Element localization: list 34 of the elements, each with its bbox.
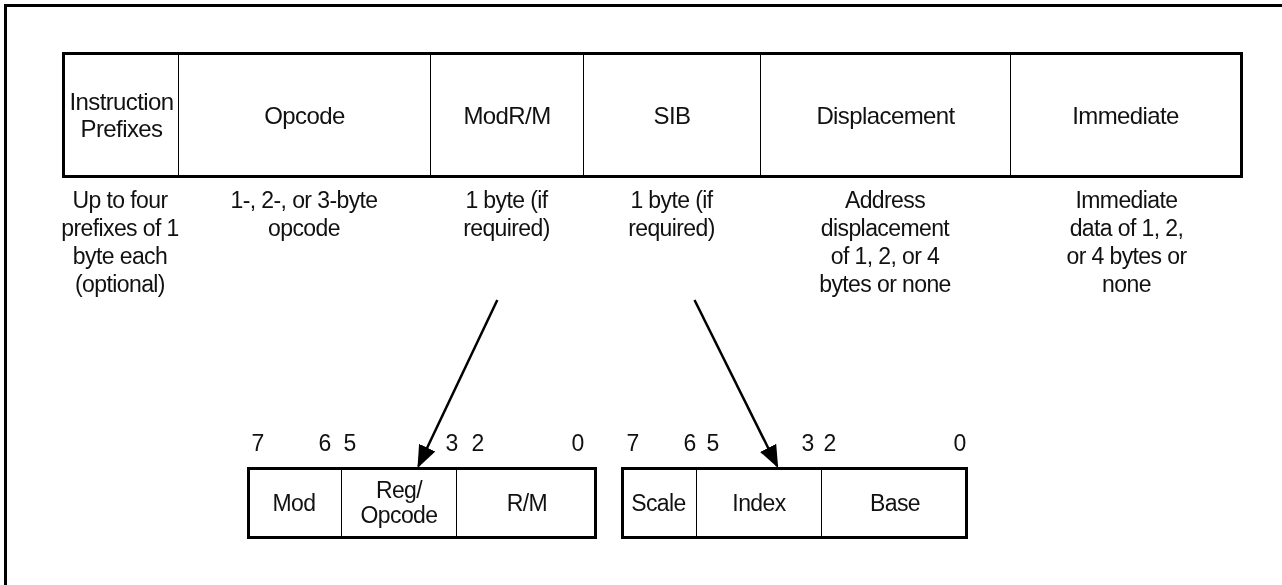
bit-number: 3 [800, 430, 816, 456]
field-cell: ModR/M [430, 52, 583, 178]
field-cell: Opcode [178, 52, 430, 178]
field-description: Immediate data of 1, 2, or 4 bytes or none [1065, 186, 1188, 298]
field-description: 1-, 2-, or 3-byte opcode [229, 186, 379, 242]
bit-number: 7 [250, 430, 266, 456]
bit-field: Mod [247, 467, 342, 539]
bit-field: Index [697, 467, 822, 539]
field-cell: Immediate [1010, 52, 1243, 178]
bit-number: 6 [682, 430, 698, 456]
field-cell: Displacement [760, 52, 1010, 178]
bit-number: 5 [705, 430, 721, 456]
field-cell: Instruction Prefixes [62, 52, 178, 178]
field-description: 1 byte (if required) [627, 186, 716, 242]
arrow [693, 299, 779, 468]
bit-number: 2 [822, 430, 838, 456]
bit-number: 2 [470, 430, 486, 456]
bit-field: Base [822, 467, 968, 539]
bit-number: 0 [570, 430, 586, 456]
bit-number: 3 [444, 430, 460, 456]
field-description: Up to four prefixes of 1 byte each (optional) [60, 186, 180, 298]
byte-layout-box [621, 467, 968, 539]
bit-number: 0 [952, 430, 968, 456]
arrow [417, 299, 499, 469]
bit-field: Scale [621, 467, 697, 539]
bit-number: 6 [317, 430, 333, 456]
field-cell: SIB [583, 52, 760, 178]
bit-number: 5 [342, 430, 358, 456]
byte-layout-box [247, 467, 597, 539]
bit-number: 7 [625, 430, 641, 456]
field-description: Address displacement of 1, 2, or 4 bytes or none [818, 186, 952, 298]
field-description: 1 byte (if required) [462, 186, 551, 242]
bit-field: R/M [457, 467, 597, 539]
bit-field: Reg/ Opcode [342, 467, 457, 539]
